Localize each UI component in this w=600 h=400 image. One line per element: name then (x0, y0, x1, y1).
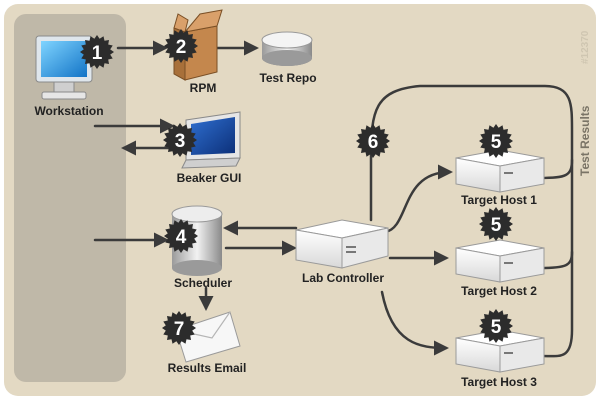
workstation-label: Workstation (34, 104, 104, 118)
badge-1: 1 (80, 35, 114, 69)
lab-controller-label: Lab Controller (301, 271, 384, 285)
target-host-2-label: Target Host 2 (461, 284, 537, 298)
svg-text:4: 4 (176, 227, 187, 248)
badge-2: 2 (164, 29, 198, 63)
diagram-id-label: #12370 (580, 30, 591, 64)
svg-text:3: 3 (175, 131, 186, 152)
svg-text:6: 6 (368, 132, 379, 153)
badge-5-host-3: 5 (479, 309, 513, 343)
badge-5-host-1: 5 (479, 124, 513, 158)
target-host-2-server-icon (455, 239, 545, 283)
target-host-1-label: Target Host 1 (461, 193, 537, 207)
step-badges: 1 2 3 4 6 5 5 5 7 (80, 29, 513, 345)
badge-6: 6 (356, 124, 390, 158)
svg-text:2: 2 (176, 37, 187, 58)
server-icon (295, 219, 389, 269)
test-results-loop (369, 84, 574, 358)
rpm-label: RPM (189, 81, 217, 95)
target-host-3-label: Target Host 3 (461, 375, 537, 389)
host2-results-line (538, 250, 574, 270)
svg-text:1: 1 (92, 43, 103, 64)
svg-text:5: 5 (491, 215, 502, 236)
svg-text:5: 5 (491, 317, 502, 338)
arrow-lab-host1 (383, 164, 453, 234)
results-email-label: Results Email (167, 361, 247, 375)
database-disk-icon (261, 31, 313, 66)
arrow-lab-host3 (380, 290, 449, 356)
scheduler-label: Scheduler (173, 276, 233, 290)
workstation-panel (14, 14, 126, 382)
target-host-1-server-icon (455, 149, 545, 193)
svg-text:5: 5 (491, 132, 502, 153)
badge-3: 3 (163, 123, 197, 157)
badge-5-host-2: 5 (479, 207, 513, 241)
beaker-gui-label: Beaker GUI (176, 171, 242, 185)
badge-7: 7 (162, 311, 196, 345)
host1-results-line (538, 158, 574, 180)
screen-icon (181, 111, 241, 169)
svg-text:7: 7 (174, 319, 185, 340)
connectors (93, 40, 574, 358)
diagram-background (4, 4, 596, 396)
test-results-label: Test Results (578, 105, 592, 176)
badge-4: 4 (164, 219, 198, 253)
monitor-icon (35, 35, 93, 100)
test-repo-label: Test Repo (259, 71, 317, 85)
